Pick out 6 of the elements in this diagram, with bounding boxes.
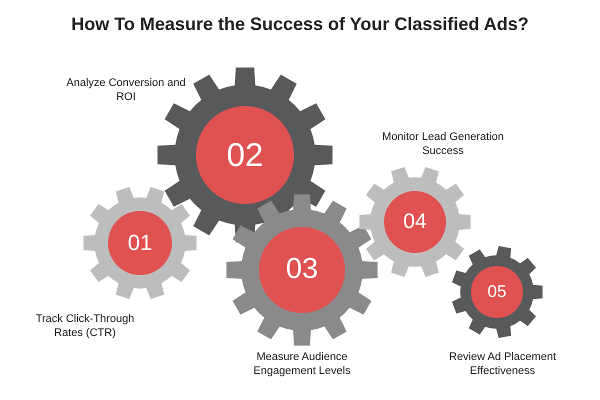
step-caption: Measure Audience Engagement Levels: [252, 350, 352, 378]
title: How To Measure the Success of Your Classified Ads?: [70, 14, 530, 35]
step-caption: Analyze Conversion and ROI: [65, 76, 187, 104]
step-caption: Track Click-Through Rates (CTR): [34, 312, 136, 340]
step-caption: Monitor Lead Generation Success: [381, 130, 505, 158]
step-caption: Review Ad Placement Effectiveness: [448, 350, 557, 378]
